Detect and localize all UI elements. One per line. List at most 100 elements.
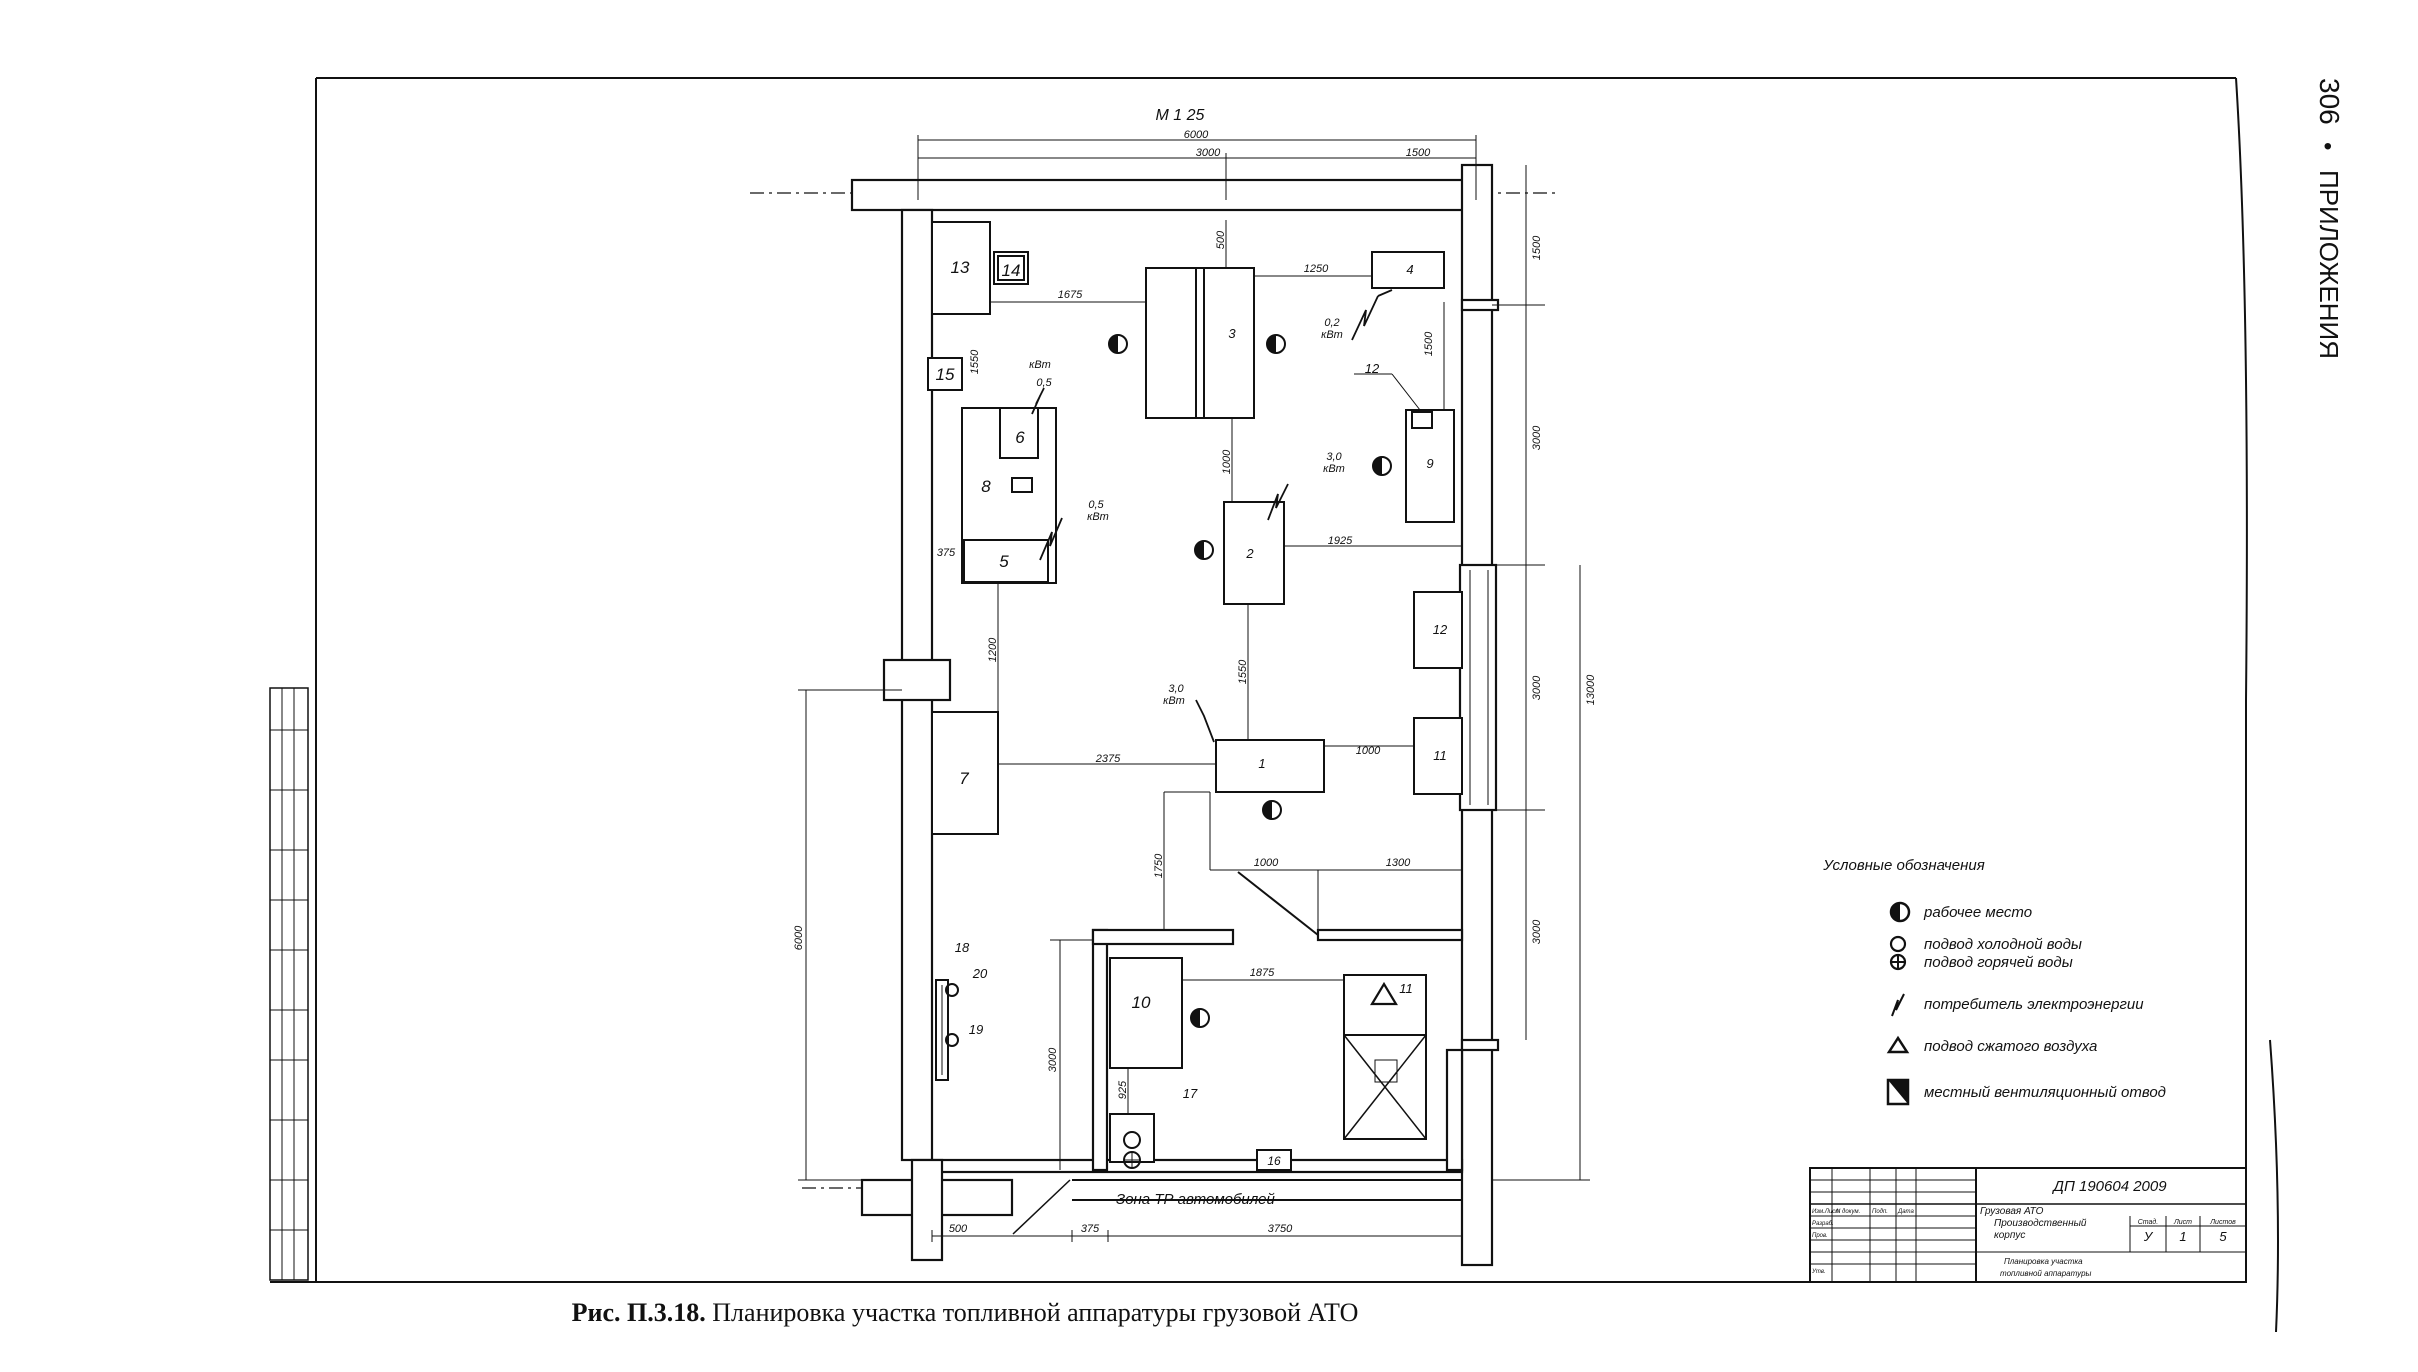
compressed-air-icon <box>1370 981 1398 1006</box>
svg-text:1500: 1500 <box>1531 235 1543 260</box>
label-1: 1 <box>1258 756 1265 771</box>
label-17: 17 <box>1183 1086 1198 1101</box>
svg-text:0,5: 0,5 <box>1036 377 1052 389</box>
zone-label: Зона ТР автомобилей <box>1116 1191 1276 1208</box>
section-title: ПРИЛОЖЕНИЯ <box>2314 170 2344 359</box>
cold-water-icon <box>1123 1131 1141 1149</box>
svg-text:3000: 3000 <box>1531 675 1543 700</box>
side-stamp-table <box>269 687 309 1281</box>
label-12a: 12 <box>1433 622 1448 637</box>
svg-text:Лист: Лист <box>2173 1219 2192 1226</box>
label-9: 9 <box>1426 456 1433 471</box>
label-12b: 11 <box>1433 748 1447 763</box>
equipment-12-lower <box>1413 717 1463 795</box>
power-consumer-icon <box>1891 993 1905 1017</box>
svg-text:500: 500 <box>1215 230 1227 249</box>
svg-text:1300: 1300 <box>1386 857 1411 869</box>
dimension-labels: М 1 25 6000 3000 1500 500 1250 1675 1550… <box>793 107 1597 1235</box>
equipment-13-box <box>1411 411 1433 429</box>
equipment-5 <box>963 539 1049 583</box>
equipment <box>927 221 1463 1171</box>
svg-text:Подп.: Подп. <box>1872 1209 1888 1215</box>
label-5: 5 <box>999 552 1009 571</box>
svg-text:5: 5 <box>2219 1229 2227 1244</box>
equipment-1 <box>1215 739 1325 793</box>
label-11: 11 <box>1399 981 1413 996</box>
label-6: 6 <box>1015 428 1025 447</box>
legend-label-power: потребитель электроэнергии <box>1924 996 2144 1013</box>
label-3: 3 <box>1228 326 1236 341</box>
svg-text:13000: 13000 <box>1585 674 1597 705</box>
label-20: 20 <box>972 966 988 981</box>
svg-text:1: 1 <box>2179 1229 2186 1244</box>
svg-text:3000: 3000 <box>1531 425 1543 450</box>
label-10: 10 <box>1132 993 1151 1012</box>
equipment-14 <box>931 221 991 315</box>
svg-text:Дата: Дата <box>1897 1209 1914 1215</box>
svg-text:Листов: Листов <box>2209 1219 2236 1226</box>
svg-text:1750: 1750 <box>1153 853 1165 878</box>
svg-text:Стад.: Стад. <box>2138 1218 2159 1226</box>
svg-text:топливной аппаратуры: топливной аппаратуры <box>2000 1269 2092 1278</box>
legend-label-hot-water: подвод горячей воды <box>1924 954 2073 971</box>
title-block: ДП 190604 2009 Грузовая АТО Производстве… <box>1809 1167 2247 1283</box>
svg-text:3000: 3000 <box>1047 1047 1059 1072</box>
label-16b: 16 <box>1267 1154 1281 1168</box>
legend: Условные обозначения рабочее место подво… <box>1822 857 2166 1106</box>
svg-text:кВт: кВт <box>1321 329 1343 341</box>
svg-text:1000: 1000 <box>1221 449 1233 474</box>
label-2: 2 <box>1245 546 1254 561</box>
equipment-16-bottom <box>1256 1149 1292 1171</box>
power-consumer-icon <box>1351 295 1379 341</box>
label-14: 13 <box>951 258 970 277</box>
svg-text:1550: 1550 <box>1237 659 1249 684</box>
power-labels: 0,2 кВт кВт 0,5 0,5 кВт 3,0 кВт 3,0 кВт <box>1029 317 1345 707</box>
svg-text:кВт: кВт <box>1323 463 1345 475</box>
title-block-doc-code: ДП 190604 2009 <box>2051 1178 2167 1195</box>
svg-text:Планировка участка: Планировка участка <box>2004 1257 2083 1266</box>
caption-label: Рис. П.3.18. <box>571 1298 706 1327</box>
header-bullet: • <box>2314 142 2341 150</box>
svg-text:Производственный: Производственный <box>1994 1218 2087 1229</box>
equipment-4 <box>1371 251 1445 289</box>
compressed-air-icon <box>1886 1035 1910 1054</box>
legend-label-cold-water: подвод холодной воды <box>1924 936 2082 953</box>
workplace-icon <box>1889 901 1911 923</box>
svg-text:1000: 1000 <box>1254 857 1279 869</box>
legend-label-workplace: рабочее место <box>1923 904 2032 921</box>
water-markers <box>945 983 1141 1169</box>
svg-text:кВт: кВт <box>1087 511 1109 523</box>
caption-text: Планировка участка топливной аппаратуры … <box>712 1298 1359 1327</box>
svg-text:N докум.: N докум. <box>1836 1209 1860 1215</box>
equipment-12-upper <box>1413 591 1463 669</box>
page-number: 306 <box>2314 78 2345 125</box>
label-18: 18 <box>955 940 970 955</box>
svg-text:1250: 1250 <box>1304 263 1329 275</box>
svg-text:1500: 1500 <box>1423 331 1435 356</box>
service-lines <box>990 220 1462 1114</box>
legend-title: Условные обозначения <box>1822 857 1984 874</box>
label-19: 19 <box>969 1022 983 1037</box>
svg-text:1500: 1500 <box>1406 147 1431 159</box>
svg-text:6000: 6000 <box>793 925 805 950</box>
label-15: 14 <box>1002 261 1021 280</box>
equipment-6 <box>999 407 1039 459</box>
equipment-2 <box>1223 501 1285 605</box>
label-13: 12 <box>1365 361 1380 376</box>
svg-text:1000: 1000 <box>1356 745 1381 757</box>
legend-label-ventilation: местный вентиляционный отвод <box>1924 1084 2166 1101</box>
svg-text:925: 925 <box>1117 1080 1129 1099</box>
svg-text:кВт: кВт <box>1029 359 1051 371</box>
label-4: 4 <box>1406 262 1413 277</box>
svg-text:1675: 1675 <box>1058 289 1083 301</box>
svg-text:3,0: 3,0 <box>1326 451 1342 463</box>
power-markers <box>1031 289 1393 743</box>
svg-text:0,2: 0,2 <box>1324 317 1339 329</box>
svg-text:Грузовая АТО: Грузовая АТО <box>1980 1206 2044 1217</box>
svg-text:Утв.: Утв. <box>1811 1269 1826 1275</box>
svg-text:Разраб.: Разраб. <box>1812 1221 1834 1227</box>
svg-text:1925: 1925 <box>1328 535 1353 547</box>
equipment-7 <box>931 711 999 835</box>
svg-text:Пров.: Пров. <box>1812 1233 1828 1239</box>
label-8: 8 <box>981 477 991 496</box>
